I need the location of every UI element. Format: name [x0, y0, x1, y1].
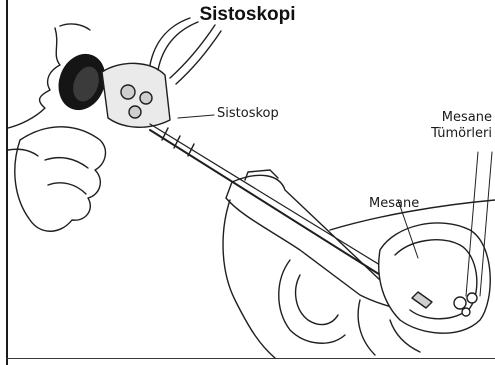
face-outline — [8, 28, 60, 128]
tumor-1 — [454, 297, 466, 309]
pelvis-outline — [223, 200, 275, 358]
label-bladder: Mesane — [369, 196, 419, 211]
tumor-3 — [462, 308, 470, 316]
hand — [15, 127, 106, 231]
label-tumors-line1: Mesane — [428, 110, 492, 125]
diagram-title: Sistoskopi — [0, 4, 495, 26]
leader-cystoscope — [178, 115, 214, 118]
label-cystoscope: Sistoskop — [217, 106, 279, 121]
label-tumors-line2: Tümörleri — [418, 126, 492, 141]
tumor-2 — [467, 293, 477, 303]
tube-2 — [170, 25, 215, 78]
